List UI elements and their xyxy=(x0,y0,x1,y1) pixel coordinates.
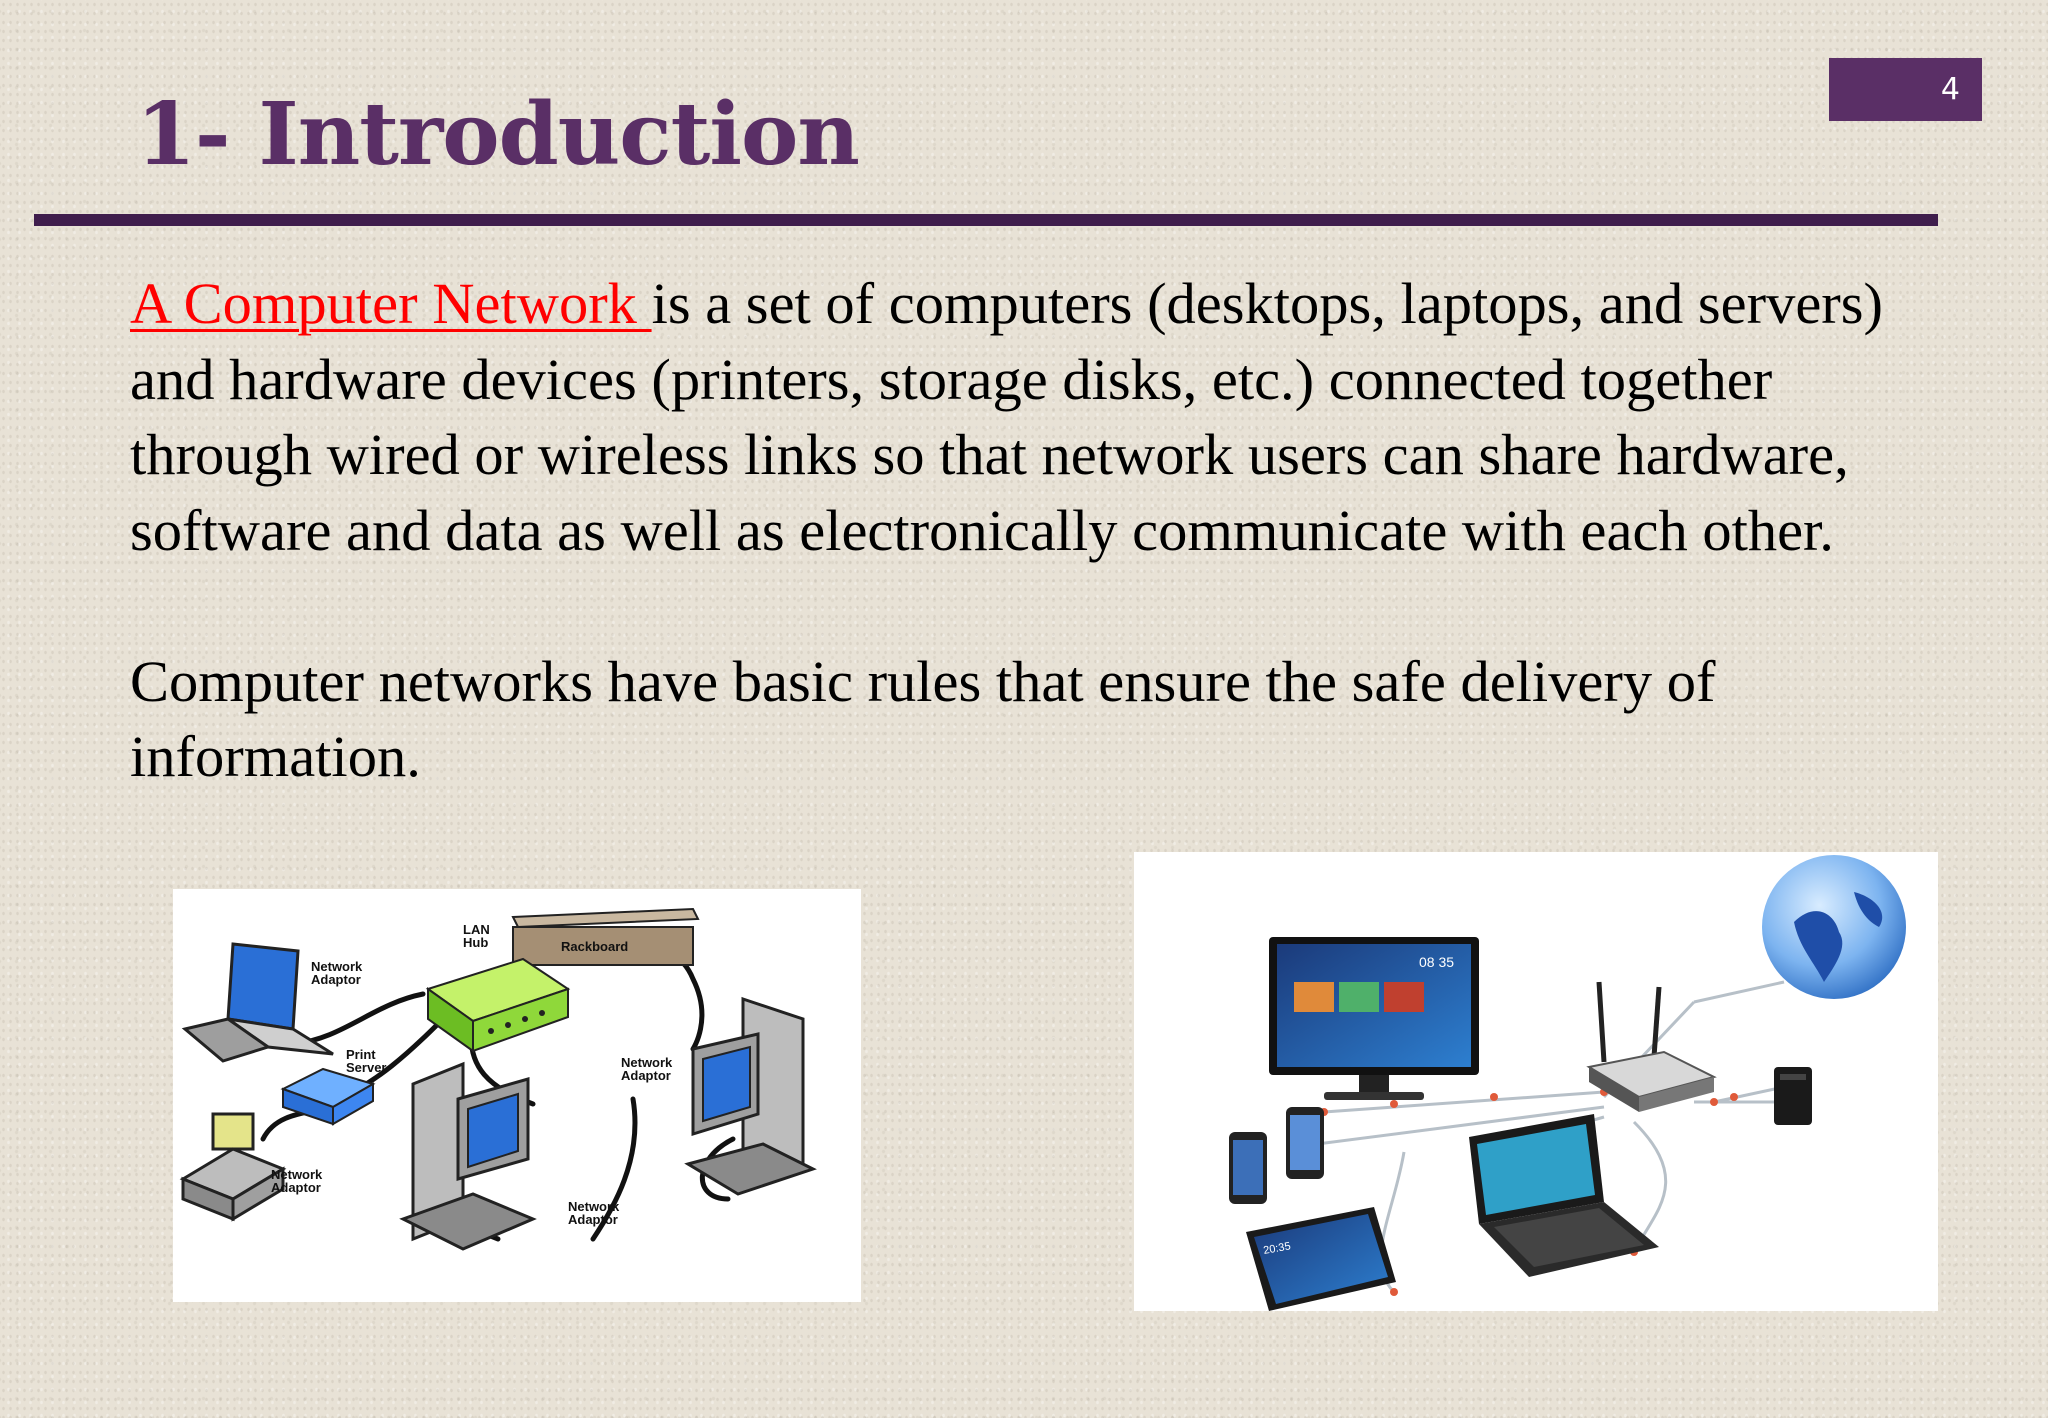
tablet-clock: 20:35 xyxy=(1262,1240,1291,1257)
adaptor-label-d: Network xyxy=(621,1055,673,1070)
lan-hub-label: LAN xyxy=(463,922,490,937)
adaptor-label-a-2: Adaptor xyxy=(311,972,361,987)
tv: 08 35 xyxy=(1269,937,1479,1100)
desktop-computer-right xyxy=(684,996,817,1196)
definition-paragraph: A Computer Network is a set of computers… xyxy=(130,266,1910,568)
rackboard: Rackboard xyxy=(511,907,700,966)
smartphone-left xyxy=(1229,1132,1267,1204)
key-term: A Computer Network xyxy=(130,271,652,336)
globe xyxy=(1762,855,1906,999)
lan-hub xyxy=(425,957,571,1053)
title-divider xyxy=(34,214,1938,226)
laptop xyxy=(1469,1114,1659,1277)
rack-label: Rackboard xyxy=(561,939,628,954)
printer xyxy=(179,1112,287,1222)
definition-text: is a set of computers (desktops, laptops… xyxy=(130,271,1884,563)
desktop-computer-center xyxy=(399,1061,537,1251)
adaptor-label-c-2: Adaptor xyxy=(568,1212,618,1227)
smartphone-right xyxy=(1286,1107,1324,1179)
slide-number-text: 4 xyxy=(1940,72,1960,107)
adaptor-label-c: Network xyxy=(568,1199,620,1214)
lan-hub-label-2: Hub xyxy=(463,935,488,950)
slide-number: 4 xyxy=(1829,58,1982,121)
lan-diagram-image: Rackboard LAN Hub Network Adaptor Print … xyxy=(173,889,861,1302)
adaptor-label-a: Network xyxy=(311,959,363,974)
external-drive xyxy=(1774,1067,1812,1125)
print-server-label: Print xyxy=(346,1047,376,1062)
laptop xyxy=(181,942,334,1063)
connected-devices-image: 08 35 20:35 xyxy=(1134,852,1938,1311)
rules-paragraph: Computer networks have basic rules that … xyxy=(130,648,1716,790)
router xyxy=(1586,981,1717,1112)
slide-body: A Computer Network is a set of computers… xyxy=(130,266,1910,795)
adaptor-label-b: Network xyxy=(271,1167,323,1182)
tv-clock: 08 35 xyxy=(1419,954,1454,970)
print-server xyxy=(280,1067,376,1126)
slide-title: 1- Introduction xyxy=(136,84,860,185)
adaptor-label-b-2: Adaptor xyxy=(271,1180,321,1195)
tablet: 20:35 xyxy=(1246,1207,1396,1311)
adaptor-label-d-2: Adaptor xyxy=(621,1068,671,1083)
print-server-label-2: Server xyxy=(346,1060,386,1075)
